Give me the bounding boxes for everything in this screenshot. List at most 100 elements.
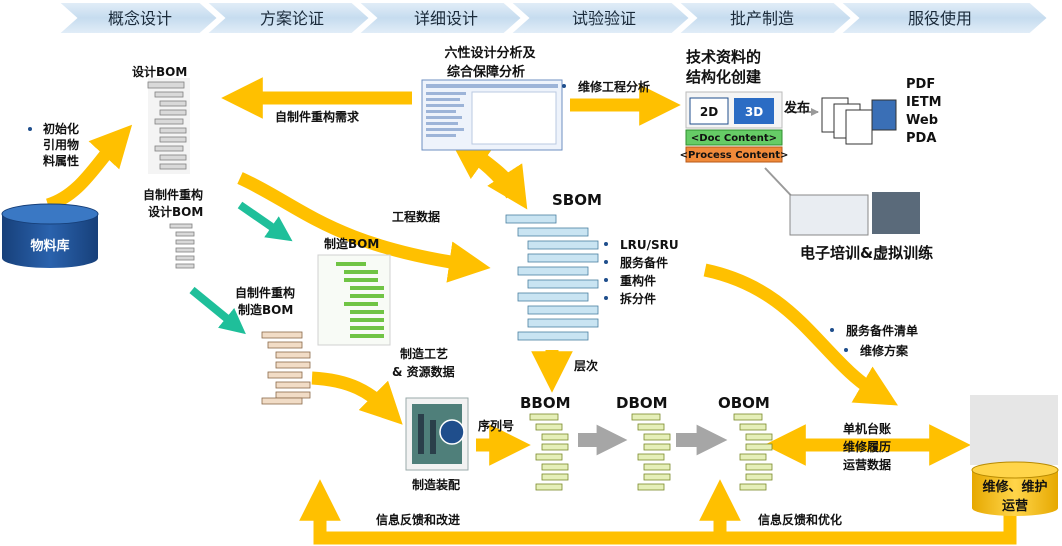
- phase-5: 批产制造: [675, 0, 854, 35]
- service-item: 服务备件清单: [846, 323, 918, 338]
- arrow-teal-2: [189, 286, 246, 335]
- publish: 发布 PDF IETM Web PDA: [783, 77, 942, 146]
- design-bom-tree: 设计BOM: [132, 64, 190, 174]
- badge-2d-text: 2D: [700, 105, 718, 119]
- service-list: 服务备件清单 维修方案: [830, 323, 918, 358]
- maint-line-1: 维修、维护: [982, 479, 1047, 495]
- edge-labels: 自制件重构需求 维修工程分析 工程数据 制造工艺 & 资源数据 层次 序列号 单…: [275, 79, 891, 527]
- edge-mfg-process-2: & 资源数据: [392, 364, 455, 379]
- six-analysis: 六性设计分析及 综合保障分析: [421, 45, 563, 151]
- phase-3: 详细设计: [355, 0, 524, 35]
- publish-label: 发布: [783, 100, 810, 116]
- format-item: IETM: [906, 95, 942, 110]
- dbom: DBOM: [616, 394, 671, 491]
- doc-content-bar: [685, 129, 783, 146]
- phase-label: 方案论证: [260, 9, 324, 28]
- sbom-item: LRU/SRU: [620, 238, 679, 252]
- edge-ops-1: 单机台账: [843, 421, 891, 436]
- arrow-design-to-sbom: [237, 172, 491, 283]
- format-item: PDA: [906, 131, 936, 146]
- mfg-assembly: 制造装配: [405, 397, 469, 492]
- phase-6: 服役使用: [837, 0, 1050, 35]
- arrow-six-sbom-bidir: [466, 144, 528, 210]
- design-bom-label: 设计BOM: [132, 64, 187, 79]
- tech-doc: 技术资料的 结构化创建 2D 3D <Doc Content> <Process…: [680, 48, 789, 163]
- init-line-1: 初始化: [43, 121, 79, 136]
- edge-self-made-req: 自制件重构需求: [275, 109, 360, 124]
- init-ref-label: 初始化 引用物 料属性: [28, 121, 79, 168]
- phase-label: 概念设计: [108, 9, 172, 28]
- badge-3d: [734, 98, 774, 124]
- bbom-label: BBOM: [520, 394, 571, 412]
- phase-label: 批产制造: [730, 9, 794, 28]
- badge-3d-text: 3D: [745, 105, 763, 119]
- mfg-assembly-label: 制造装配: [412, 477, 460, 492]
- self-redesign-design-bom: 自制件重构 设计BOM: [143, 187, 203, 269]
- label-line-1: 自制件重构: [235, 285, 295, 300]
- doc-stack-icon: [821, 97, 897, 145]
- sbom-list: LRU/SRU 服务备件 重构件 拆分件: [604, 238, 679, 306]
- sbom-item: 重构件: [620, 273, 656, 288]
- arrow-feedback-loop: [299, 479, 1017, 545]
- arrow-teal-1: [237, 201, 293, 242]
- sbom-label: SBOM: [552, 191, 602, 209]
- phase-2: 方案论证: [203, 0, 372, 35]
- training-screen-image: [789, 194, 869, 236]
- edge-maint-eng: 维修工程分析: [578, 79, 650, 94]
- tech-line-1: 技术资料的: [686, 48, 761, 66]
- maint-line-2: 运营: [1002, 498, 1028, 514]
- edge-feedback-improve: 信息反馈和改进: [376, 512, 460, 527]
- process-content-text: <Process Content>: [680, 150, 789, 161]
- label-line-2: 设计BOM: [148, 204, 203, 219]
- service-item: 维修方案: [860, 343, 909, 358]
- obom-label: OBOM: [718, 394, 770, 412]
- arrow-init-to-design-bom: [45, 124, 133, 212]
- sbom: SBOM: [505, 191, 602, 341]
- doc-content-text: <Doc Content>: [691, 133, 777, 144]
- edge-serial: 序列号: [478, 418, 514, 433]
- arrow-mfgbom-to-assembly: [311, 371, 403, 425]
- six-line-2: 综合保障分析: [447, 64, 525, 80]
- edge-feedback-optimize: 信息反馈和优化: [758, 512, 842, 527]
- sbom-item: 服务备件: [620, 255, 668, 270]
- phase-label: 服役使用: [908, 9, 972, 28]
- self-redesign-mfg-bom: 自制件重构 制造BOM: [235, 285, 311, 405]
- phase-band: 概念设计 方案论证 详细设计 试验验证 批产制造 服役使用: [55, 0, 1050, 35]
- phase-label: 详细设计: [414, 9, 478, 28]
- process-content-bar: [685, 146, 783, 163]
- edge-hierarchy: 层次: [574, 358, 598, 373]
- maint-photo: [970, 395, 1058, 465]
- init-line-3: 料属性: [43, 153, 79, 168]
- phase-label: 试验验证: [572, 9, 636, 28]
- mfg-bom: 制造BOM: [317, 236, 391, 346]
- mfg-bom-label: 制造BOM: [324, 236, 379, 251]
- sbom-item: 拆分件: [620, 291, 656, 306]
- edge-ops-2: 维修履历: [843, 439, 891, 454]
- dbom-label: DBOM: [616, 394, 668, 412]
- tech-line-2: 结构化创建: [686, 68, 762, 86]
- material-db-label: 物料库: [30, 238, 69, 254]
- init-line-2: 引用物: [43, 137, 79, 152]
- maint-ops: 维修、维护 运营: [970, 395, 1059, 516]
- material-db: 物料库: [1, 203, 99, 268]
- phase-1: 概念设计: [55, 0, 220, 35]
- flow-arrows: [45, 77, 1017, 545]
- badge-2d: [689, 97, 729, 125]
- six-line-1: 六性设计分析及: [444, 45, 536, 61]
- training-photo: [872, 192, 920, 234]
- arrow-sbom-to-maint: [703, 263, 898, 406]
- obom: OBOM: [718, 394, 773, 491]
- edge-mfg-process-1: 制造工艺: [400, 346, 448, 361]
- edge-eng-data: 工程数据: [392, 209, 440, 224]
- training-label: 电子培训&虚拟训练: [800, 244, 933, 262]
- label-line-2: 制造BOM: [238, 302, 293, 317]
- edge-ops-3: 运营数据: [843, 457, 891, 472]
- phase-4: 试验验证: [507, 0, 692, 35]
- training: 电子培训&虚拟训练: [789, 192, 933, 262]
- format-item: PDF: [906, 77, 935, 92]
- bbom: BBOM: [520, 394, 571, 491]
- teal-arrows: [189, 201, 293, 335]
- label-line-1: 自制件重构: [143, 187, 203, 202]
- format-item: Web: [906, 113, 938, 128]
